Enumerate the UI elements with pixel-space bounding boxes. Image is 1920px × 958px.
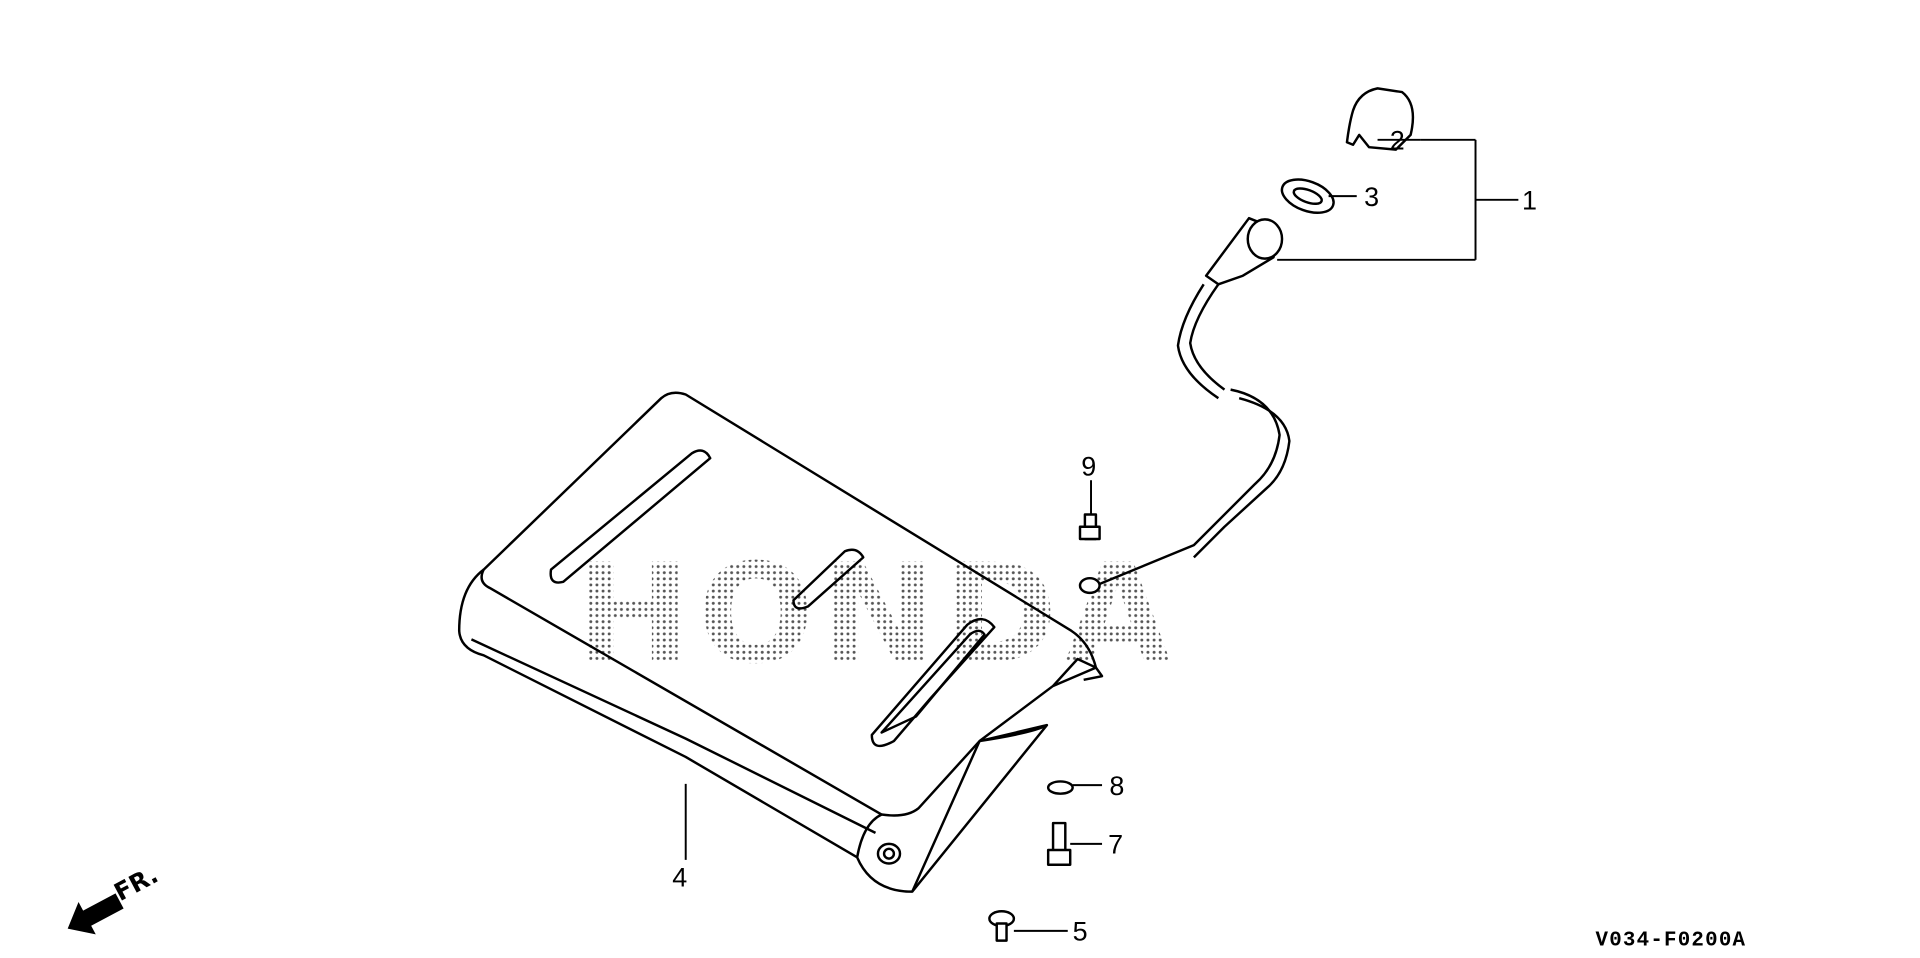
screw-part-5 [988, 910, 1016, 942]
callout-8: 8 [1109, 771, 1124, 801]
leader-lines [1013, 138, 1519, 932]
callout-2: 2 [1390, 126, 1405, 156]
callout-7: 7 [1108, 830, 1123, 860]
callout-1: 1 [1522, 186, 1537, 216]
front-direction-arrow-icon [67, 893, 124, 935]
bolt-part-9 [1078, 513, 1101, 541]
bolt-part-7 [1046, 821, 1072, 866]
callout-4: 4 [672, 863, 687, 893]
knob-part-2 [1345, 87, 1415, 151]
drawing-code: V034-F0200A [1596, 930, 1747, 953]
callout-5: 5 [1073, 917, 1088, 947]
callout-9: 9 [1081, 451, 1096, 481]
switch-assembly-part-1 [1078, 216, 1291, 595]
cover-part-4 [457, 391, 1104, 893]
callout-3: 3 [1364, 182, 1379, 212]
washer-part-8 [1046, 780, 1074, 795]
honda-watermark: HONDA [576, 535, 1179, 694]
